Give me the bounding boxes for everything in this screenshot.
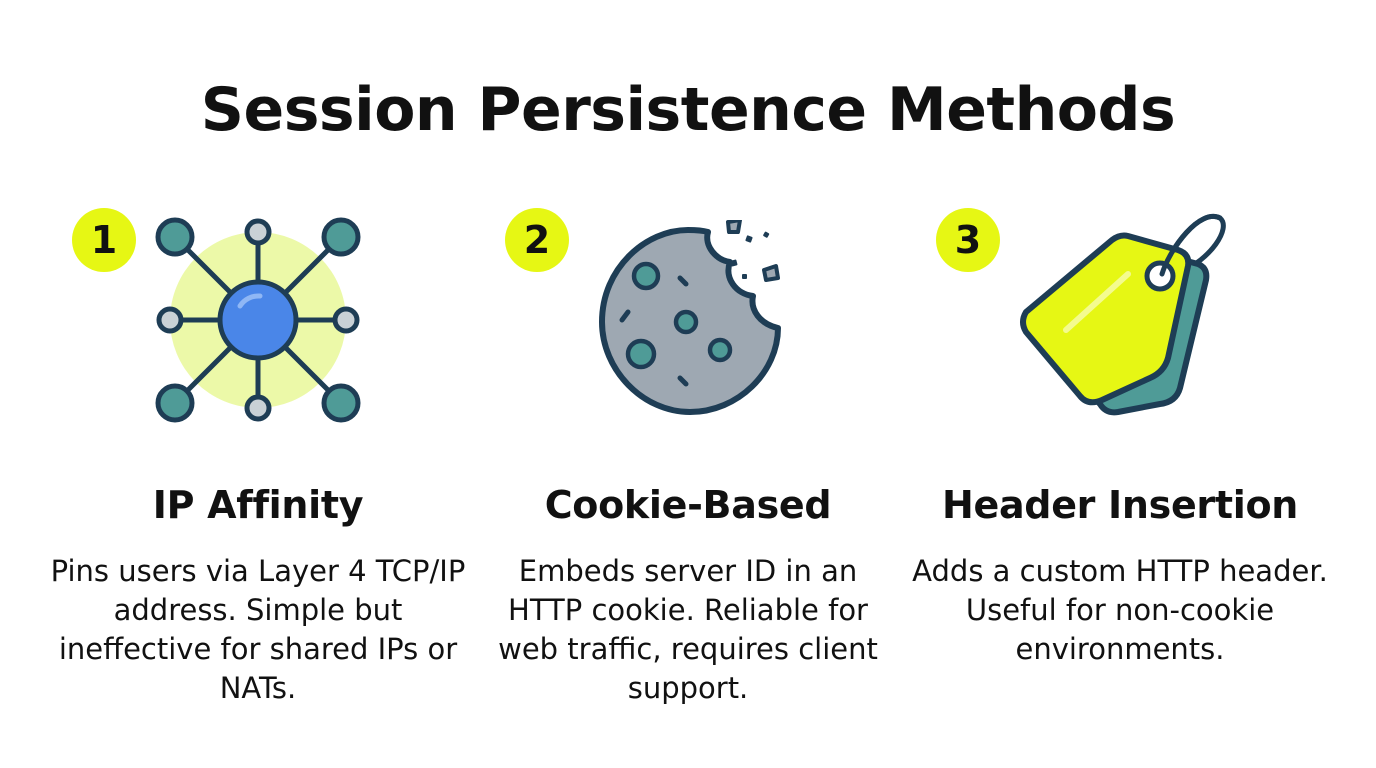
- page-title: Session Persistence Methods: [200, 75, 1176, 145]
- method-description: Adds a custom HTTP header. Useful for no…: [912, 554, 1328, 666]
- method-card-ip-affinity: 1 IP Affinity Pins users via Layer 4 TCP…: [48, 200, 468, 720]
- method-card-header-insertion: 3 Header Insertion Adds a custom HTTP he…: [910, 200, 1330, 720]
- method-description: Embeds server ID in an HTTP cookie. Reli…: [498, 554, 878, 705]
- network-hub-icon: [155, 217, 361, 423]
- step-number-badge: 1: [72, 208, 136, 272]
- method-heading: Header Insertion: [941, 483, 1299, 527]
- method-heading: IP Affinity: [152, 483, 364, 527]
- method-description: Pins users via Layer 4 TCP/IP address. S…: [50, 554, 466, 705]
- method-heading: Cookie-Based: [544, 483, 832, 527]
- method-card-cookie-based: 2 Cookie-Based Embeds server ID in an HT…: [478, 200, 898, 720]
- tag-icon: [1020, 213, 1226, 416]
- step-number-badge: 2: [505, 208, 569, 272]
- step-number-badge: 3: [936, 208, 1000, 272]
- bitten-cookie-icon: [599, 220, 781, 415]
